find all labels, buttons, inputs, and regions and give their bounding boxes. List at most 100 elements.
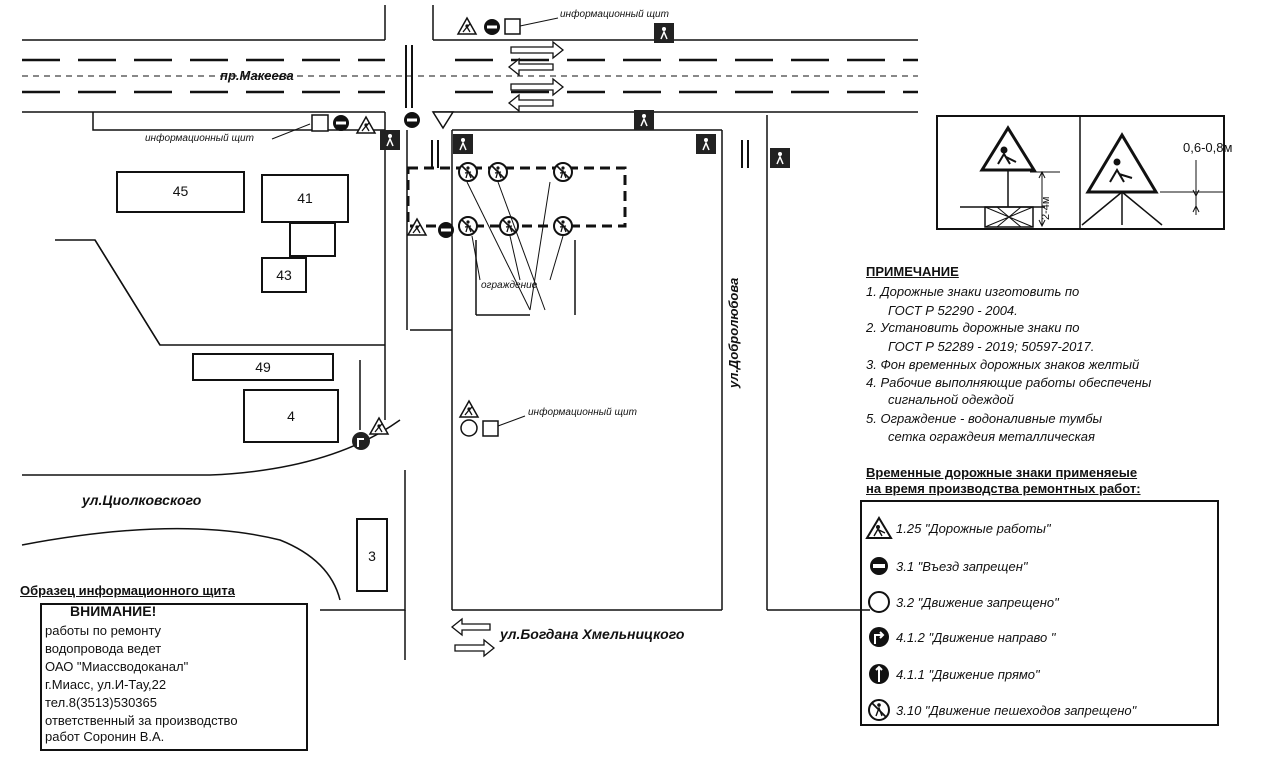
legend-box: 1.25 "Дорожные работы" 3.1 "Въезд запрещ…: [860, 500, 1219, 726]
legend-label: 3.10 "Движение пешеходов запрещено": [896, 702, 1137, 718]
building-41: [261, 174, 349, 223]
pedestrian-crossing-sign-icon: [452, 133, 474, 155]
note-line: 3. Фон временных дорожных знаков желтый: [866, 357, 1140, 372]
no-pedestrians-sign-icon: [458, 216, 478, 236]
note-line: 1. Дорожные знаки изготовить по: [866, 284, 1080, 299]
road-works-sign-icon: [459, 400, 479, 418]
legend-item: 4.1.2 "Движение направо ": [862, 623, 1056, 651]
makeeva-direction-arrows: [507, 40, 565, 113]
top-sign-group: [457, 17, 675, 44]
building-number: 3: [368, 548, 376, 564]
pedestrian-crossing-sign-icon: [653, 22, 675, 44]
no-pedestrians-sign-icon: [553, 216, 573, 236]
building-number: 41: [297, 190, 313, 206]
info-board-label: информационный щит: [145, 133, 254, 144]
info-board-label: информационный щит: [560, 9, 669, 20]
building-number: 49: [255, 359, 271, 375]
info-board-icon: [482, 420, 499, 437]
note-line: ГОСТ Р 52290 - 2004.: [888, 303, 1018, 318]
info-board-line: водопровода ведет: [45, 641, 162, 656]
note-line: 5. Ограждение - водоналивные тумбы: [866, 411, 1103, 426]
road-works-sign-icon: [369, 417, 389, 435]
legend-label: 3.2 "Движение запрещено": [896, 594, 1059, 610]
no-pedestrians-sign-icon: [868, 699, 890, 721]
no-pedestrians-sign-icon: [499, 216, 519, 236]
no-entry-sign-icon: [870, 557, 888, 575]
no-pedestrians-sign-icon: [488, 162, 508, 182]
info-board-line: работ Соронин В.А.: [45, 729, 165, 744]
note-line: сетка ограждеия металлическая: [888, 429, 1095, 444]
tsiolkovskogo-sign-group: [352, 417, 389, 450]
work-zone-signs: [407, 162, 573, 311]
legend-label: 1.25 "Дорожные работы": [896, 520, 1051, 536]
building-4: [243, 389, 339, 443]
no-entry-sign-icon: [404, 112, 420, 128]
street-label-makeeva: пр.Макеева: [220, 68, 294, 83]
bottom-sign-group: [459, 400, 526, 437]
note-line: 4. Рабочие выполняющие работы обеспечены: [866, 375, 1152, 390]
khmelnitskogo-direction-arrows: [450, 617, 496, 658]
legend-item: 4.1.1 "Движение прямо": [862, 660, 1040, 688]
legend-label: 4.1.1 "Движение прямо": [896, 666, 1040, 682]
info-board-sample: ВНИМАНИЕ! работы по ремонту водопровода …: [40, 603, 308, 751]
arrow-right-icon: [510, 77, 565, 97]
makeeva-avenue: [22, 39, 918, 113]
legend-title-line: на время производства ремонтных работ:: [866, 481, 1141, 496]
building-43: [261, 257, 307, 293]
note-line: сигнальной одеждой: [888, 392, 1014, 407]
info-board-line: г.Миасс, ул.И-Тау,22: [45, 677, 167, 692]
building-3: [356, 518, 388, 592]
pedestrian-crossing-sign-icon: [695, 133, 717, 155]
road-works-sign-icon: [865, 516, 893, 539]
no-traffic-sign-icon: [460, 419, 478, 437]
pedestrian-crossing-sign-icon: [379, 129, 401, 151]
building-number: 4: [287, 408, 295, 424]
info-board-label: информационный щит: [528, 407, 637, 418]
note-line: 2. Установить дорожные знаки по: [866, 320, 1080, 335]
sign-offset-dimension: 0,6-0,8м: [1183, 140, 1233, 155]
street-label-dobrolyubova: ул.Добролюбова: [726, 277, 741, 388]
info-board-icon: [311, 114, 329, 132]
no-traffic-sign-icon: [868, 591, 890, 613]
yield-sign-icon: [431, 111, 455, 130]
turn-right-sign-icon: [352, 432, 370, 450]
fence-label: ограждение: [481, 280, 538, 291]
arrow-right-icon: [510, 40, 565, 60]
straight-sign-icon: [869, 664, 889, 684]
fence-leader-lines: [466, 181, 564, 311]
left-sign-group: [271, 109, 791, 169]
no-entry-sign-icon: [333, 115, 349, 131]
no-pedestrians-sign-icon: [458, 162, 478, 182]
building-number: 45: [172, 183, 189, 199]
arrow-left-icon: [450, 617, 491, 637]
legend-title: Временные дорожные знаки применяеые на в…: [866, 465, 1141, 497]
info-board-icon: [504, 18, 521, 35]
legend-item: 1.25 "Дорожные работы": [862, 514, 1051, 542]
legend-item: 3.10 "Движение пешеходов запрещено": [862, 696, 1136, 724]
arrow-left-icon: [507, 93, 554, 113]
makeeva-lane-markings: [22, 58, 918, 94]
road-works-sign-icon: [356, 116, 376, 134]
info-board-heading: ВНИМАНИЕ!: [70, 603, 157, 619]
pedestrian-crossing-sign-icon: [633, 109, 655, 131]
notes-heading: ПРИМЕЧАНИЕ: [866, 264, 959, 279]
road-works-sign-icon: [457, 17, 477, 35]
turn-right-sign-icon: [869, 627, 889, 647]
info-board-line: ОАО "Миассводоканал": [45, 659, 189, 674]
no-pedestrians-sign-icon: [553, 162, 573, 182]
building-45: [116, 171, 245, 213]
legend-label: 3.1 "Въезд запрещен": [896, 558, 1028, 574]
building-49: [192, 353, 334, 381]
work-zone-fence: [406, 166, 627, 228]
buildings: [116, 171, 388, 592]
info-board-line: ответственный за производство: [45, 713, 238, 728]
info-board-line: работы по ремонту: [45, 623, 162, 638]
tsiolkovskogo-street: [21, 239, 406, 611]
legend-label: 4.1.2 "Движение направо ": [896, 629, 1056, 645]
building-number: 43: [276, 267, 292, 283]
sign-height-dimension: 2-4м: [1040, 196, 1052, 220]
street-label-tsiolkovskogo: ул.Циолковского: [82, 492, 202, 508]
left-side-street: [92, 112, 408, 420]
no-entry-sign-icon: [484, 19, 500, 35]
